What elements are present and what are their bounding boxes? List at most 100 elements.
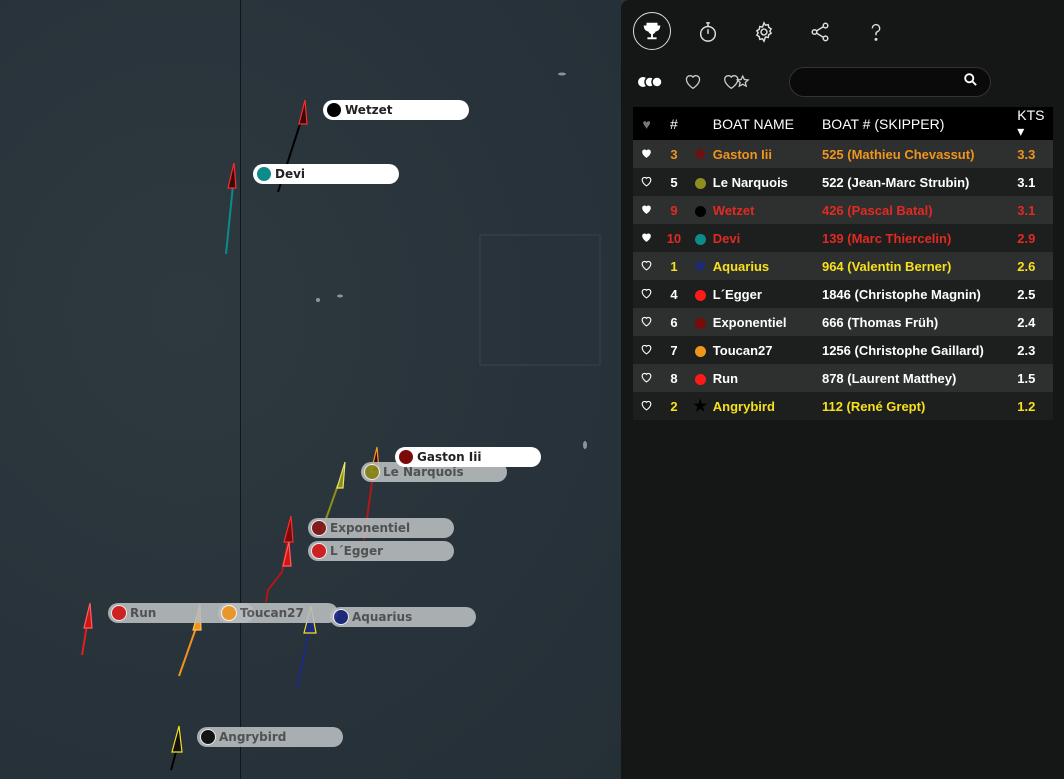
marker-cell [688,224,713,252]
boat-tracks-layer [81,72,601,771]
track-run [81,624,88,656]
boat-color-marker-icon [694,205,706,217]
rank-cell: 7 [670,342,678,358]
boat-color-marker-icon [694,317,706,329]
boat-number-cell: 139 (Marc Thiercelin) [821,230,952,246]
boat-label[interactable]: Run [108,603,254,623]
boat-name-cell: L´Egger [712,286,762,302]
fav-column-header[interactable]: ♥ [642,115,651,132]
boat-label[interactable]: Exponentiel [308,518,454,538]
trophy-icon[interactable] [633,12,671,50]
boat-color-dot [111,605,127,621]
boat-label[interactable]: Toucan27 [218,603,338,623]
favorite-heart-icon[interactable] [633,280,660,308]
show-all-toggle-icon[interactable] [637,74,663,95]
boat-color-marker-icon [694,289,706,301]
boat-number-cell: 426 (Pascal Batal) [821,202,933,218]
search-box [789,67,991,97]
boat-name-cell: Gaston Iii [712,146,773,162]
favorite-heart-icon[interactable] [633,364,660,392]
kts-cell: 1.2 [1017,398,1036,414]
race-map[interactable]: Wetzet Devi Le Narquois Gaston Iii Expon… [0,0,621,779]
kts-cell: 2.6 [1017,258,1036,274]
kts-cell: 3.3 [1017,146,1036,162]
boat-color-dot [333,609,349,625]
rank-cell: 8 [670,370,678,386]
kts-cell: 2.3 [1017,342,1036,358]
boat-star-marker-icon: ★ [693,398,708,415]
favorite-heart-icon[interactable] [633,168,660,196]
boat-name-column-header[interactable]: BOAT NAME [712,115,794,132]
favorite-heart-icon[interactable] [633,336,660,364]
boat-wetzet [298,99,308,125]
rank-cell: 4 [670,286,678,302]
rank-cell: 10 [666,230,682,246]
gear-icon[interactable] [746,14,782,50]
search-input[interactable] [800,68,964,96]
marker-cell [688,196,713,224]
boat-run [83,602,93,629]
heart-star-filter-icon[interactable] [723,72,751,95]
leaderboard-table: ♥ # BOAT NAME BOAT # (SKIPPER) KTS ▾ 3★G… [633,107,1053,420]
boat-color-marker-icon [694,345,706,357]
boat-label[interactable]: Angrybird [197,727,343,747]
marker-cell: ★ [688,392,713,420]
boat-number-cell: 666 (Thomas Früh) [821,314,939,330]
favorite-heart-icon[interactable] [633,224,660,252]
boat-legger [282,541,292,567]
boat-label[interactable]: Wetzet [323,100,469,120]
boat-number-column-header[interactable]: BOAT # (SKIPPER) [821,115,945,132]
stopwatch-icon[interactable] [690,14,726,50]
boat-color-dot [364,464,380,480]
favorite-heart-icon[interactable] [633,308,660,336]
favorite-heart-icon[interactable] [633,392,660,420]
boat-color-marker-icon [694,373,706,385]
rank-cell: 1 [670,258,678,274]
kts-cell: 2.4 [1017,314,1036,330]
boat-color-dot [200,729,216,745]
favorite-heart-icon[interactable] [633,252,660,280]
kts-cell: 3.1 [1017,202,1036,218]
boat-color-dot [221,605,237,621]
boat-number-cell: 964 (Valentin Berner) [821,258,952,274]
boat-number-cell: 525 (Mathieu Chevassut) [821,146,975,162]
boat-label[interactable]: L´Egger [308,541,454,561]
boat-name-cell: Aquarius [712,258,770,274]
marker-cell [688,364,713,392]
rank-column-header[interactable]: # [670,115,678,132]
boat-name-cell: Wetzet [712,202,755,218]
boat-label[interactable]: Le Narquois [361,462,507,482]
share-icon[interactable] [802,14,838,50]
boat-color-dot [326,102,342,118]
table-row[interactable]: 1 ★Aquarius 964 (Valentin Berner) 2.6 [633,252,1053,280]
boat-label[interactable]: Devi [253,164,399,184]
marker-cell: ★ [688,252,713,280]
kts-column-header[interactable]: KTS ▾ [1017,107,1045,139]
kts-cell: 1.5 [1017,370,1036,386]
favorite-heart-icon[interactable] [633,196,660,224]
boat-label[interactable]: Aquarius [330,607,476,627]
boat-exponentiel [283,515,294,543]
rank-cell: 5 [670,174,678,190]
marker-column-header [688,107,713,140]
search-icon[interactable] [963,72,978,91]
favorites-filter-heart-icon[interactable] [683,72,703,95]
boat-color-dot [311,543,327,559]
boat-star-marker-icon: ★ [693,258,708,275]
boat-name-cell: Le Narquois [712,174,788,190]
boat-color-dot [311,520,327,536]
kts-cell: 3.1 [1017,174,1036,190]
help-icon[interactable] [858,14,894,50]
boat-label[interactable]: Gaston Iii [395,447,541,467]
track-aquarius [296,631,310,689]
favorite-heart-icon[interactable] [633,140,660,168]
